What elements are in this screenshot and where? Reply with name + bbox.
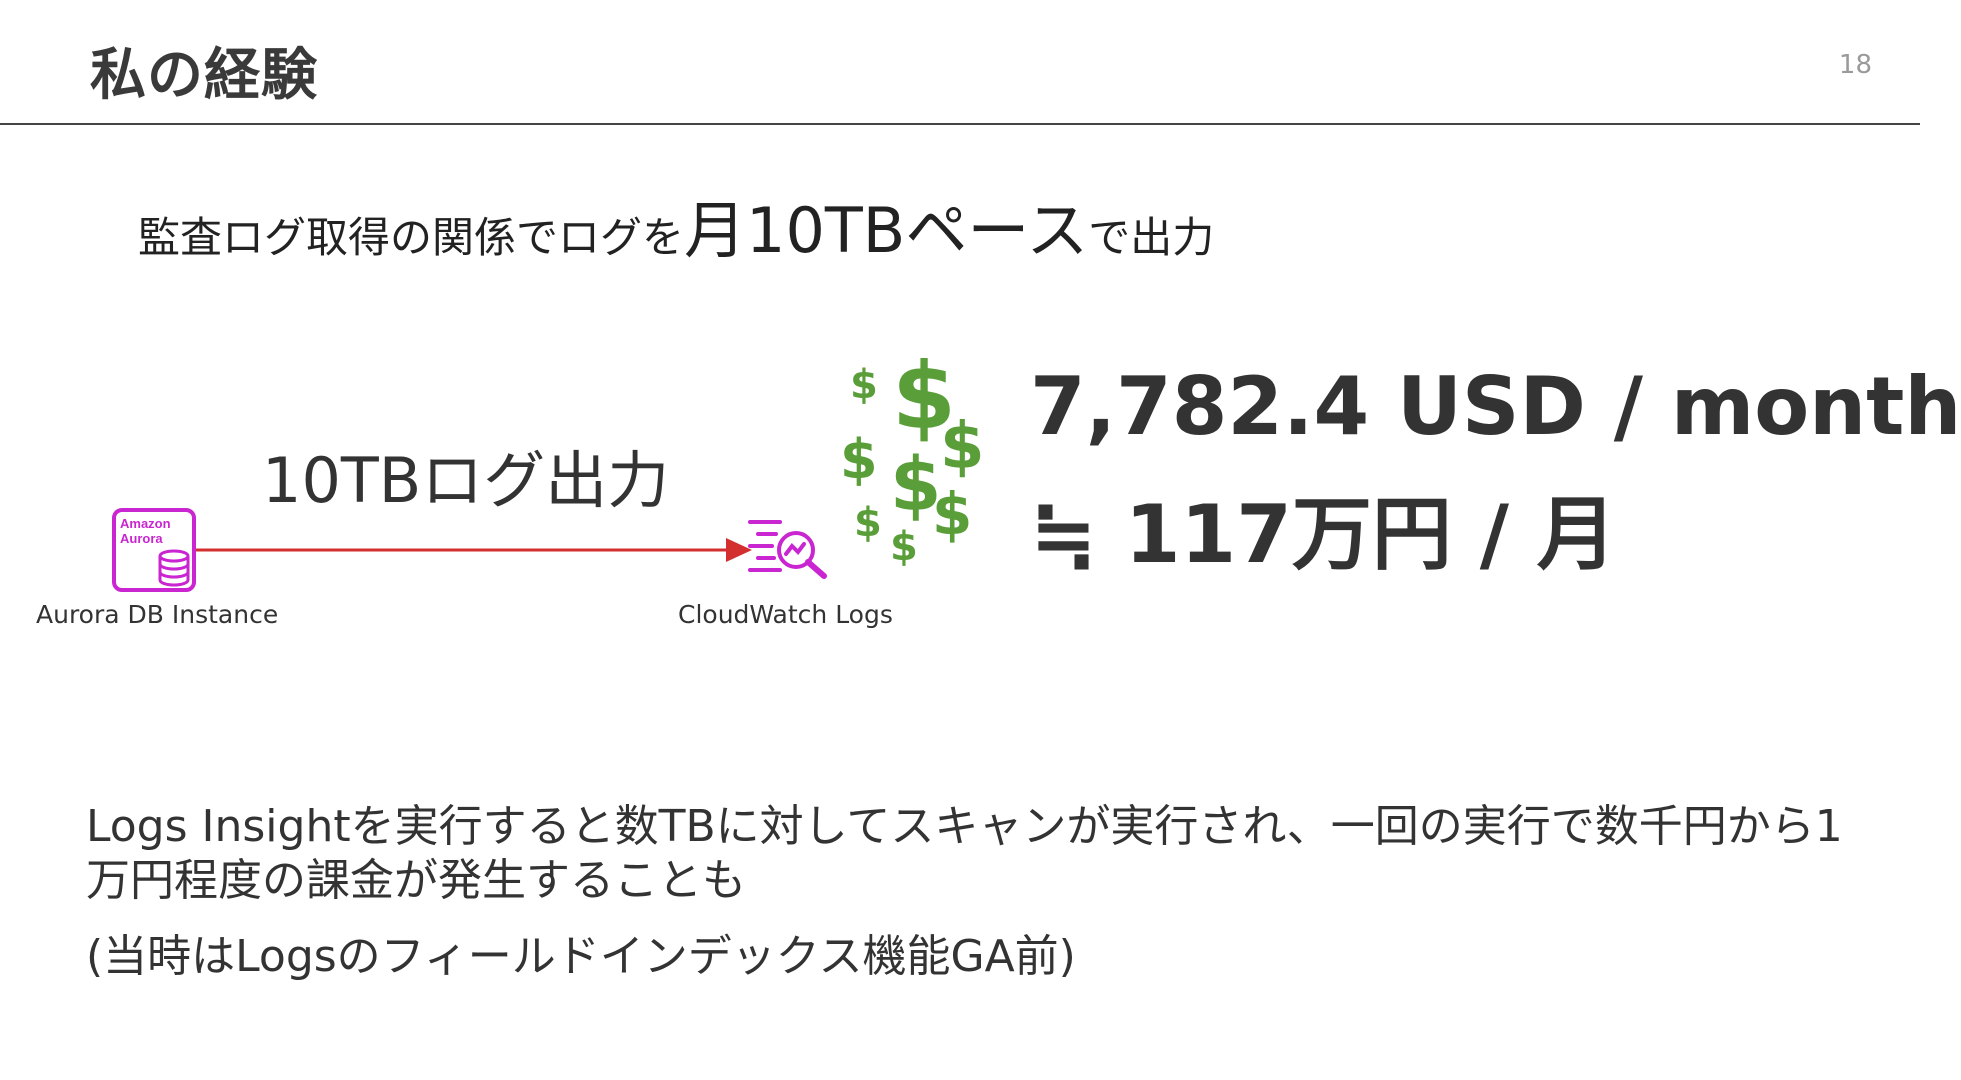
arrow-right-icon	[196, 538, 752, 562]
svg-text:$: $	[840, 428, 878, 491]
body-note: (当時はLogsのフィールドインデックス機能GA前)	[86, 931, 1076, 982]
cost-usd: 7,782.4 USD / month	[1030, 360, 1961, 453]
title-divider	[0, 123, 1920, 125]
money-dollars-icon: $ $ $ $ $ $ $ $	[840, 343, 985, 570]
aurora-icon-text-2: Aurora	[120, 531, 163, 546]
slide-title: 私の経験	[90, 43, 318, 108]
cloudwatch-logs-label: CloudWatch Logs	[678, 600, 893, 629]
body-text: Logs Insightを実行すると数TBに対してスキャンが実行され、一回の実行…	[86, 800, 1846, 984]
svg-text:$: $	[932, 480, 972, 548]
headline-part1: 監査ログ取得の関係でログを	[138, 213, 685, 262]
amazon-aurora-icon: Amazon Aurora	[112, 508, 196, 592]
cloudwatch-logs-icon	[748, 520, 827, 579]
svg-text:$: $	[854, 500, 882, 546]
headline: 監査ログ取得の関係でログを月10TBペースで出力	[138, 180, 1214, 270]
headline-part3: で出力	[1088, 213, 1215, 262]
page-number: 18	[1838, 50, 1872, 80]
headline-part2: 月10TBペース	[684, 194, 1089, 267]
svg-text:$: $	[892, 343, 956, 450]
body-line-1: Logs Insightを実行すると数TBに対してスキャンが実行され、一回の実行…	[86, 801, 1843, 906]
cost-jpy: ≒ 117万円 / 月	[1030, 488, 1617, 581]
arrow-label: 10TBログ出力	[262, 444, 670, 517]
svg-text:$: $	[890, 442, 942, 528]
svg-text:$: $	[850, 362, 878, 408]
aurora-label: Aurora DB Instance	[36, 600, 279, 629]
svg-text:$: $	[890, 524, 918, 570]
svg-text:$: $	[940, 410, 985, 484]
aurora-icon-text-1: Amazon	[120, 516, 171, 531]
slide: 私の経験 18 監査ログ取得の関係でログを月10TBペースで出力 10TBログ出…	[0, 43, 1961, 984]
